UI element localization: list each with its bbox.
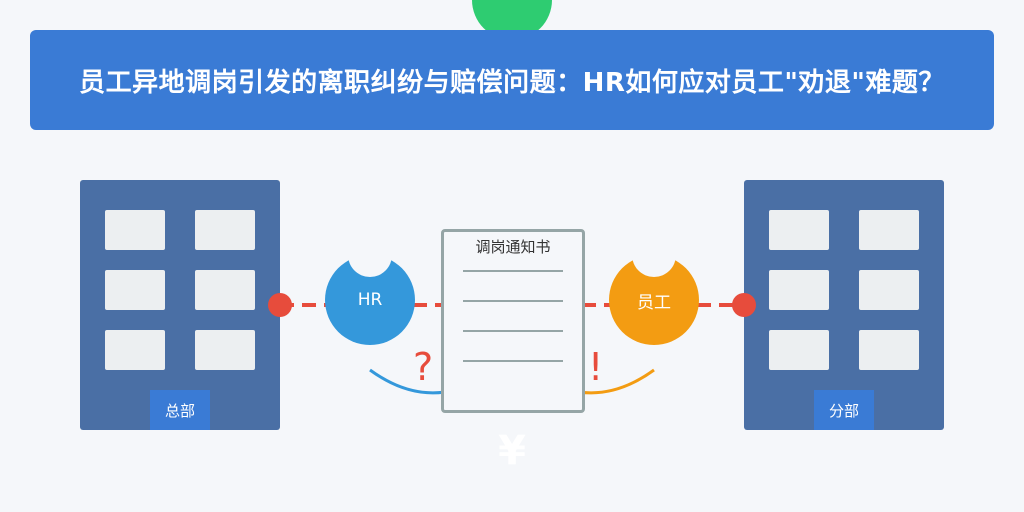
building-window	[195, 330, 255, 370]
building-window	[769, 270, 829, 310]
exclamation-mark: !	[588, 345, 604, 389]
building-window	[859, 210, 919, 250]
building-window	[105, 270, 165, 310]
employee-person-head	[632, 233, 676, 277]
employee-person-body	[609, 255, 699, 345]
branch-label: 分部	[814, 390, 874, 430]
page-title: 员工异地调岗引发的离职纠纷与赔偿问题：HR如何应对员工"劝退"难题？	[79, 67, 945, 98]
building-window	[769, 210, 829, 250]
document-line	[463, 300, 563, 302]
document-line	[463, 330, 563, 332]
connector-dot-hq	[268, 293, 292, 317]
employee-label: 员工	[637, 292, 671, 313]
building-window	[195, 270, 255, 310]
building-window	[195, 210, 255, 250]
question-mark: ?	[413, 345, 434, 389]
headquarters-label: 总部	[150, 390, 210, 430]
yen-icon: ¥	[498, 428, 526, 474]
headquarters-building: 总部	[80, 180, 280, 430]
document-title: 调岗通知书	[475, 238, 551, 256]
building-window	[105, 330, 165, 370]
hr-person-body	[325, 255, 415, 345]
branch-building: 分部	[744, 180, 944, 430]
transfer-notice-document: 调岗通知书	[441, 229, 585, 413]
connector-dot-branch	[732, 293, 756, 317]
building-window	[859, 330, 919, 370]
building-window	[105, 210, 165, 250]
building-window	[769, 330, 829, 370]
hr-person-head	[348, 233, 392, 277]
document-line	[463, 270, 563, 272]
hr-label: HR	[357, 290, 383, 310]
title-banner: 员工异地调岗引发的离职纠纷与赔偿问题：HR如何应对员工"劝退"难题？	[30, 30, 994, 130]
building-window	[859, 270, 919, 310]
document-line	[463, 360, 563, 362]
